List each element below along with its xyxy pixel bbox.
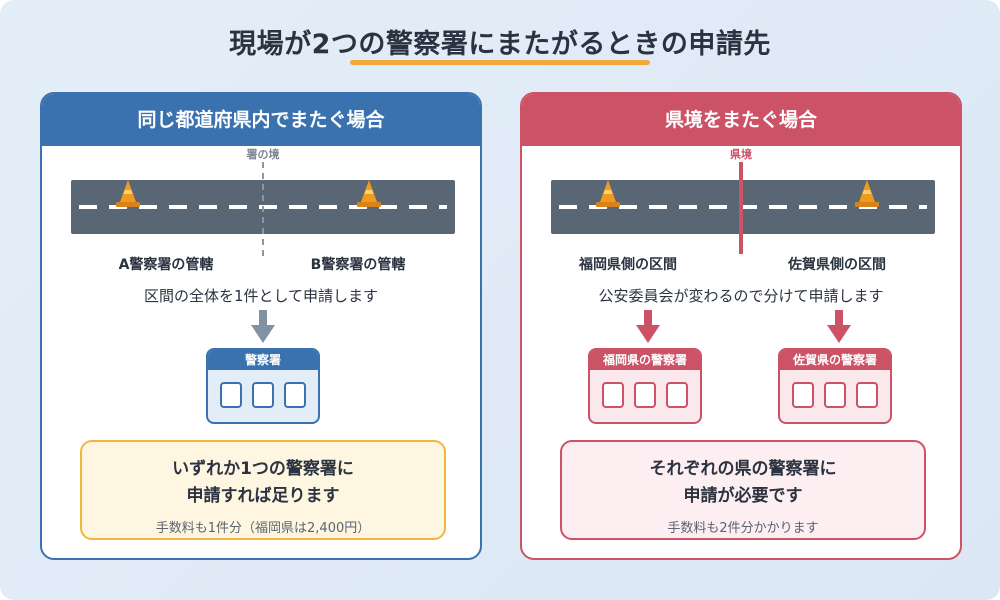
traffic-cone-icon — [116, 180, 140, 207]
station-window — [634, 382, 656, 408]
down-arrow-icon — [636, 310, 660, 343]
station-label: 佐賀県の警察署 — [780, 350, 890, 370]
traffic-cone-icon — [596, 180, 620, 207]
station-label: 福岡県の警察署 — [590, 350, 700, 370]
traffic-cone-icon — [357, 180, 381, 207]
same-prefecture-panel: 同じ都道府県内でまたぐ場合 署の境 A警察署の管轄 B警察署の管轄 区間の全体を… — [40, 92, 482, 560]
result-line-2: 申請すれば足ります — [186, 486, 340, 506]
result-line-2: 申請が必要です — [683, 486, 803, 506]
section-label-saga: 佐賀県側の区間 — [788, 257, 886, 273]
result-box: いずれか1つの警察署に 申請すれば足ります 手数料も1件分（福岡県は2,400円… — [80, 440, 446, 540]
station-boundary-line — [262, 162, 264, 256]
station-window — [252, 382, 274, 408]
traffic-cone-icon — [855, 180, 879, 207]
section-label-fukuoka: 福岡県側の区間 — [579, 257, 677, 273]
station-window — [220, 382, 242, 408]
fee-note: 手数料も1件分（福岡県は2,400円） — [155, 521, 371, 536]
down-arrow-icon — [251, 310, 275, 343]
prefecture-boundary-label: 県境 — [730, 148, 752, 161]
station-window — [666, 382, 688, 408]
station-window — [856, 382, 878, 408]
panel-header: 同じ都道府県内でまたぐ場合 — [42, 94, 480, 146]
saga-police-station: 佐賀県の警察署 — [778, 348, 892, 424]
title-underline — [350, 60, 650, 65]
description: 公安委員会が変わるので分けて申請します — [598, 287, 884, 305]
result-line-1: それぞれの県の警察署に — [649, 459, 837, 479]
station-boundary-label: 署の境 — [246, 148, 280, 161]
station-window — [602, 382, 624, 408]
station-window — [792, 382, 814, 408]
result-line-1: いずれか1つの警察署に — [172, 459, 354, 479]
result-box: それぞれの県の警察署に 申請が必要です 手数料も2件分かかります — [560, 440, 926, 540]
fee-note: 手数料も2件分かかります — [667, 521, 819, 536]
page-title: 現場が2つの警察署にまたがるときの申請先 — [229, 29, 771, 60]
cross-prefecture-panel: 県境をまたぐ場合 県境 福岡県側の区間 佐賀県側の区間 公安委員会が変わるので分… — [520, 92, 962, 560]
station-label: 警察署 — [208, 350, 318, 370]
panel-header: 県境をまたぐ場合 — [522, 94, 960, 146]
prefecture-boundary-line — [739, 162, 743, 254]
fukuoka-police-station: 福岡県の警察署 — [588, 348, 702, 424]
down-arrow-icon — [827, 310, 851, 343]
section-label-b: B警察署の管轄 — [310, 257, 406, 273]
section-label-a: A警察署の管轄 — [118, 257, 214, 273]
description: 区間の全体を1件として申請します — [143, 287, 379, 305]
station-window — [284, 382, 306, 408]
police-station: 警察署 — [206, 348, 320, 424]
station-window — [824, 382, 846, 408]
